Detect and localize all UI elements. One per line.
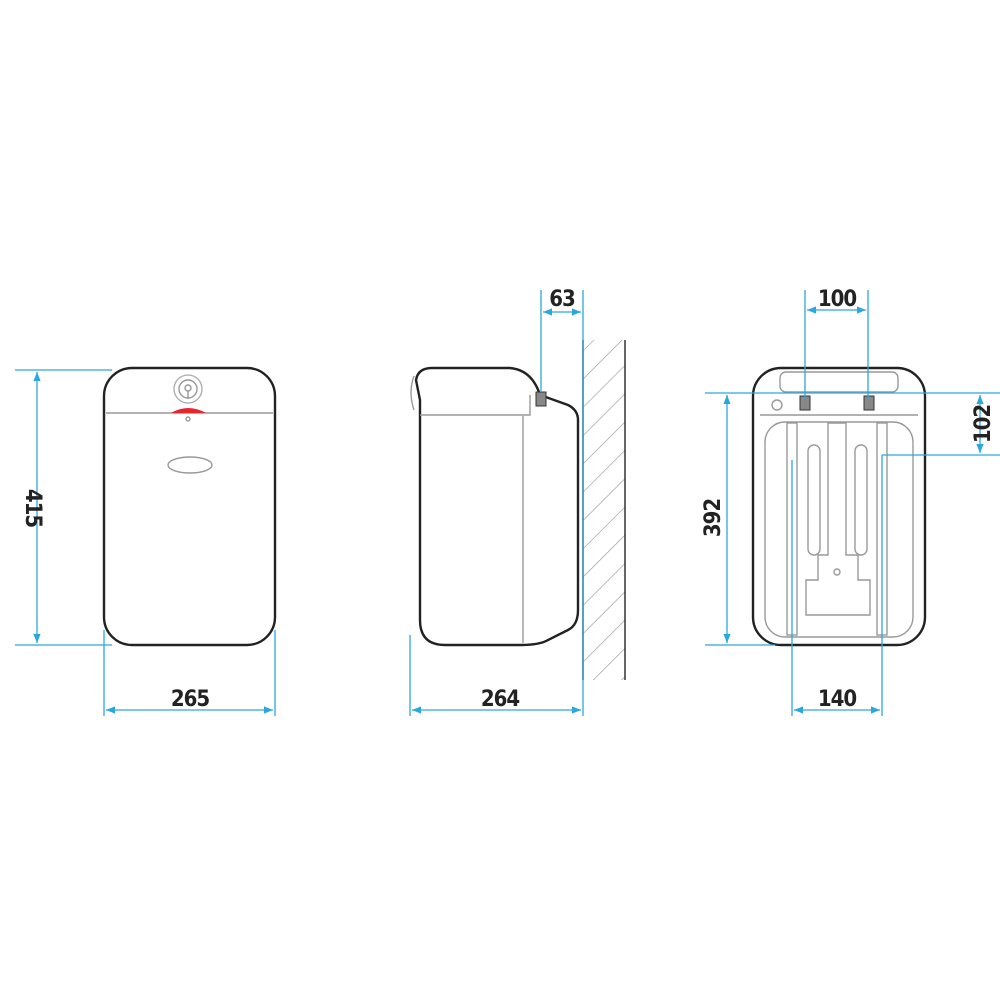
- dim-label-265: 265: [171, 687, 210, 712]
- dim-wall-offset: 63: [540, 287, 584, 716]
- dim-label-415: 415: [20, 489, 45, 528]
- dim-label-392: 392: [701, 499, 726, 538]
- back-view: [751, 366, 927, 647]
- dim-pipe-spacing: 100: [804, 287, 869, 400]
- dim-mount-width: 140: [791, 455, 883, 716]
- dim-label-264: 264: [481, 687, 520, 712]
- dim-label-140: 140: [818, 687, 857, 712]
- dim-side-depth: 264: [409, 635, 581, 716]
- indicator-light: [171, 408, 206, 413]
- front-body: [102, 366, 277, 647]
- pipe-outlet: [863, 395, 875, 411]
- side-body: [414, 366, 580, 647]
- dim-front-height: 415: [15, 369, 112, 646]
- dim-front-width: 265: [103, 630, 276, 716]
- thermostat-knob-icon: [173, 374, 203, 404]
- pipe-fitting: [535, 391, 547, 407]
- logo-plate: [167, 456, 213, 474]
- side-view: [410, 340, 626, 680]
- indicator-dot: [185, 416, 191, 422]
- dim-mount-height: 392: [701, 395, 775, 646]
- dim-label-100: 100: [818, 287, 857, 312]
- dim-label-102: 102: [971, 405, 996, 444]
- dim-label-63: 63: [549, 287, 575, 312]
- wall-hatch: [583, 340, 625, 680]
- front-view: [102, 366, 277, 647]
- dim-pipe-height: 102: [705, 392, 1000, 456]
